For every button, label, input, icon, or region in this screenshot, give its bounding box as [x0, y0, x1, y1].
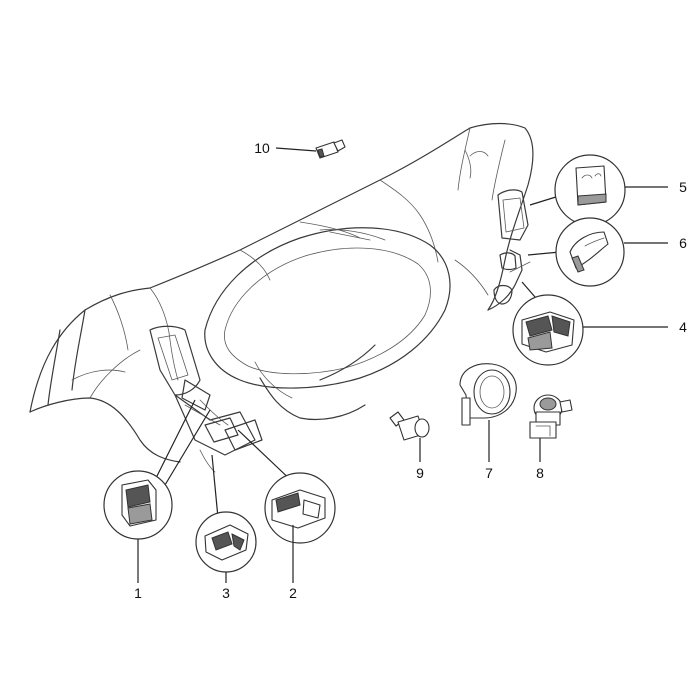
part-7-ring: [459, 363, 517, 426]
label-5: 5: [679, 179, 687, 195]
part-6-switch: [569, 231, 609, 273]
part-9-plug: [389, 411, 430, 441]
label-2: 2: [289, 585, 297, 601]
dashboard-assembly: [29, 122, 534, 473]
leader-6-inner: [527, 251, 561, 256]
part-10-bulb: [315, 139, 346, 159]
leader-10: [275, 147, 317, 152]
label-4: 4: [679, 319, 687, 335]
label-6: 6: [679, 235, 687, 251]
label-10: 10: [254, 140, 270, 156]
label-7: 7: [485, 465, 493, 481]
label-3: 3: [222, 585, 230, 601]
part-1-switch: [121, 479, 157, 527]
label-8: 8: [536, 465, 544, 481]
leader-3-upper: [211, 454, 219, 519]
part-2-switch: [271, 489, 326, 529]
part-3-switch: [204, 524, 249, 561]
part-8-socket: [529, 394, 573, 439]
leader-1-upper: [154, 399, 196, 481]
part-5-switch: [575, 165, 607, 206]
leader-1-upper-b: [164, 409, 211, 486]
label-9: 9: [416, 465, 424, 481]
label-1: 1: [134, 585, 142, 601]
part-4-switch: [521, 311, 575, 353]
